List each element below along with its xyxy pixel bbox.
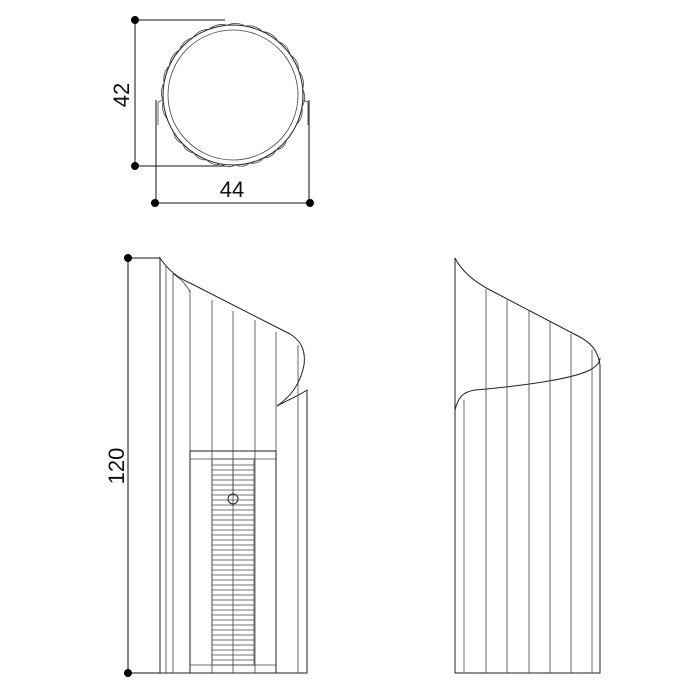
top-view-outer-circle [162,24,304,166]
top-view-slats [160,22,306,168]
dimension-height-label: 120 [104,448,129,485]
side-view [454,257,601,674]
front-view-outline [159,256,308,674]
dimension-height: 120 [104,254,160,677]
dimension-depth-label: 42 [109,83,134,107]
front-view-handle [227,493,239,505]
front-view-slats [165,266,299,673]
front-view [159,256,308,674]
dimension-width: 44 [151,100,314,207]
side-view-slats [463,289,593,673]
dimension-width-label: 44 [220,177,244,202]
top-view-opening-right [302,99,309,125]
front-view-grille-lines [212,464,254,661]
top-view-opening-left [157,99,164,125]
front-view-hatch-frame [189,450,277,674]
side-view-seat-curve [454,357,601,411]
dimension-depth: 42 [109,16,225,170]
top-view-inner-circle [167,29,299,161]
side-view-outline [454,257,601,674]
top-view [157,22,309,168]
